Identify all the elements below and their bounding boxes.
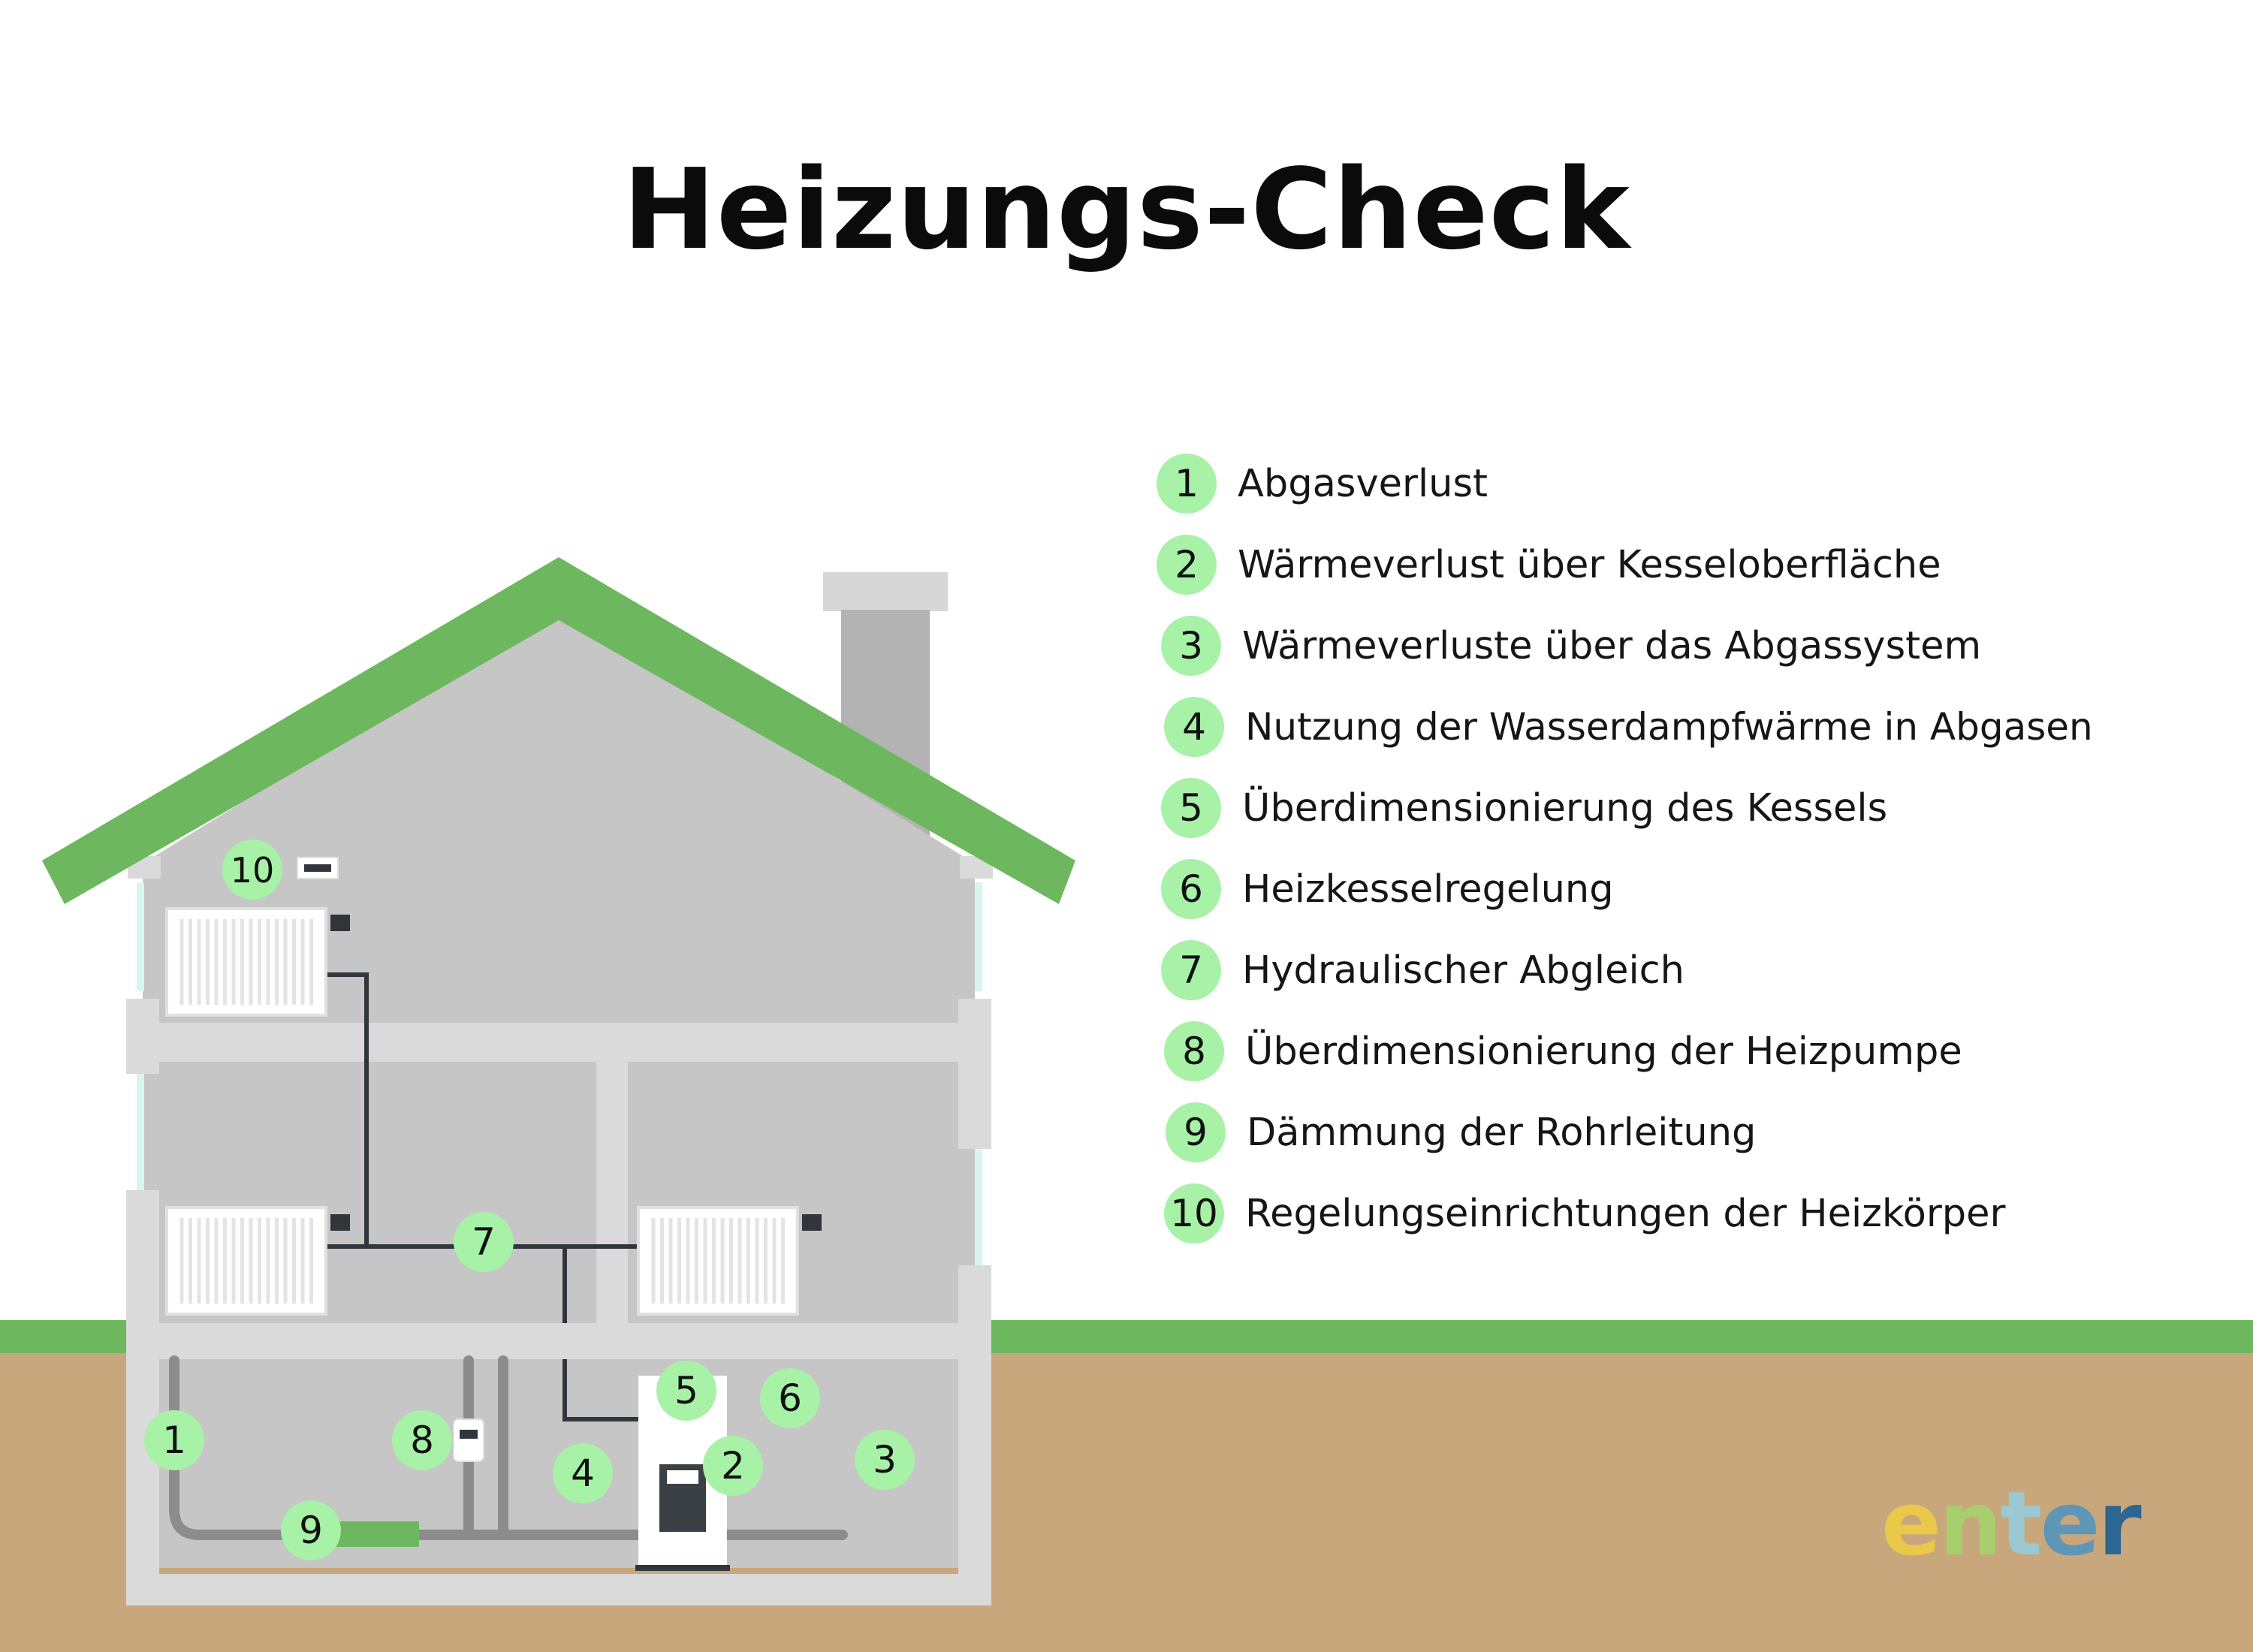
radiator-lower-right xyxy=(637,1206,799,1316)
window-left-top xyxy=(137,882,144,991)
page-title: Heizungs-Check xyxy=(623,145,1630,274)
left-wall-block-2 xyxy=(126,1190,159,1325)
window-right-top xyxy=(975,882,982,991)
legend-label: Abgasverlust xyxy=(1238,461,1488,506)
legend-label: Überdimensionierung der Heizpumpe xyxy=(1245,1029,1962,1074)
legend-label: Hydraulischer Abgleich xyxy=(1242,948,1684,993)
svg-text:2: 2 xyxy=(721,1444,745,1488)
marker-7: 7 xyxy=(454,1212,514,1272)
legend-number-badge: 6 xyxy=(1161,859,1221,919)
svg-text:6: 6 xyxy=(778,1376,802,1420)
legend-item: 2 Wärmeverlust über Kesseloberfläche xyxy=(1157,524,2238,605)
chimney-cap xyxy=(823,572,948,611)
legend-number-badge: 2 xyxy=(1157,535,1217,595)
legend-item: 10 Regelungseinrichtungen der Heizkörper xyxy=(1157,1173,2238,1254)
legend-number-badge: 7 xyxy=(1161,940,1221,1000)
marker-8: 8 xyxy=(392,1410,452,1470)
legend-label: Wärmeverlust über Kesseloberfläche xyxy=(1238,542,1941,587)
boiler-display xyxy=(667,1470,698,1484)
legend-item: 1 Abgasverlust xyxy=(1157,443,2238,524)
inner-wall xyxy=(596,1059,628,1325)
svg-text:1: 1 xyxy=(162,1418,186,1462)
legend-label: Heizkesselregelung xyxy=(1242,867,1614,912)
svg-text:4: 4 xyxy=(571,1452,595,1495)
radiator-valve-1 xyxy=(330,915,350,931)
svg-text:3: 3 xyxy=(873,1438,897,1482)
marker-5: 5 xyxy=(656,1361,716,1421)
marker-9: 9 xyxy=(281,1500,341,1560)
legend-number-badge: 5 xyxy=(1161,778,1221,838)
legend-item: 8 Überdimensionierung der Heizpumpe xyxy=(1157,1011,2238,1092)
svg-text:10: 10 xyxy=(231,850,275,891)
marker-2: 2 xyxy=(703,1436,763,1496)
svg-text:5: 5 xyxy=(674,1369,698,1412)
logo-letter: r xyxy=(2098,1472,2142,1575)
legend-number-badge: 3 xyxy=(1161,616,1221,676)
window-left-mid xyxy=(137,1074,144,1194)
legend-item: 5 Überdimensionierung des Kessels xyxy=(1157,767,2238,849)
legend-item: 7 Hydraulischer Abgleich xyxy=(1157,930,2238,1011)
boiler-base xyxy=(635,1565,730,1571)
logo-letter: n xyxy=(1939,1472,2002,1575)
legend-label: Wärmeverluste über das Abgassystem xyxy=(1242,623,1982,668)
logo-letter: t xyxy=(2000,1472,2042,1575)
marker-6: 6 xyxy=(760,1368,820,1428)
pipe-insulation xyxy=(330,1521,419,1547)
svg-text:7: 7 xyxy=(472,1220,496,1264)
radiator-upper-left xyxy=(165,907,327,1017)
svg-text:8: 8 xyxy=(410,1418,434,1462)
legend-label: Regelungseinrichtungen der Heizkörper xyxy=(1245,1191,2006,1236)
legend: 1 Abgasverlust 2 Wärmeverlust über Kesselob… xyxy=(1157,443,2238,1254)
left-wall-block-1 xyxy=(126,999,159,1074)
legend-item: 6 Heizkesselregelung xyxy=(1157,849,2238,930)
radiator-valve-3 xyxy=(802,1214,822,1231)
radiator-lower-left xyxy=(165,1206,327,1316)
legend-number-badge: 4 xyxy=(1164,697,1224,757)
window-right-mid xyxy=(975,1149,982,1269)
legend-item: 4 Nutzung der Wasserdampfwärme in Abgasen xyxy=(1157,686,2238,767)
legend-number-badge: 8 xyxy=(1164,1021,1224,1081)
floor-upper xyxy=(126,1023,991,1062)
svg-text:9: 9 xyxy=(299,1509,323,1552)
basement-left-wall xyxy=(126,1356,159,1604)
right-wall-block-1 xyxy=(958,999,991,1149)
legend-label: Dämmung der Rohrleitung xyxy=(1247,1110,1757,1155)
legend-number-badge: 1 xyxy=(1157,454,1217,514)
radiator-valve-2 xyxy=(330,1214,350,1231)
floor-ground xyxy=(126,1323,991,1359)
logo-letter: e xyxy=(2040,1472,2100,1575)
heating-pump-display xyxy=(460,1430,478,1439)
legend-number-badge: 9 xyxy=(1166,1102,1226,1162)
logo-letter: e xyxy=(1881,1472,1941,1575)
legend-item: 3 Wärmeverluste über das Abgassystem xyxy=(1157,605,2238,686)
gable-wall xyxy=(143,607,975,864)
room-thermostat-display xyxy=(304,864,331,872)
heating-pump xyxy=(453,1418,484,1462)
marker-4: 4 xyxy=(553,1443,613,1503)
marker-10: 10 xyxy=(222,840,282,900)
legend-item: 9 Dämmung der Rohrleitung xyxy=(1157,1092,2238,1173)
basement-right-wall xyxy=(958,1356,991,1604)
legend-label: Überdimensionierung des Kessels xyxy=(1242,785,1888,831)
basement-floor xyxy=(126,1574,991,1605)
marker-3: 3 xyxy=(855,1430,915,1490)
marker-1: 1 xyxy=(144,1410,204,1470)
legend-number-badge: 10 xyxy=(1164,1183,1224,1244)
radiator-ribs xyxy=(179,919,785,1304)
legend-label: Nutzung der Wasserdampfwärme in Abgasen xyxy=(1245,705,2093,749)
